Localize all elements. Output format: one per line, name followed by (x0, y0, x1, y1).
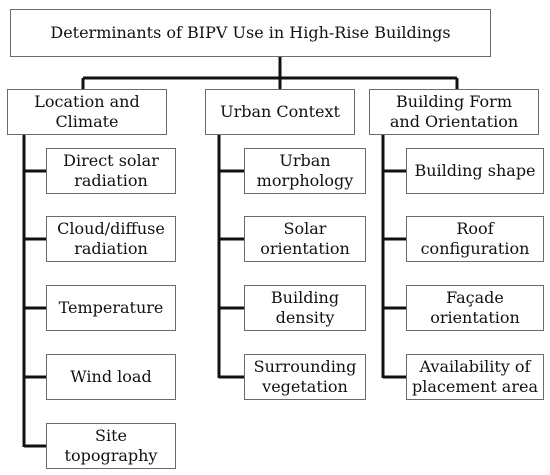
category-building-form: Building Form and Orientation (369, 89, 539, 135)
item-temperature: Temperature (46, 285, 176, 331)
diagram-title: Determinants of BIPV Use in High-Rise Bu… (10, 9, 491, 57)
item-roof-configuration: Roof configuration (406, 216, 544, 262)
item-wind-load: Wind load (46, 354, 176, 400)
category-location-climate: Location and Climate (7, 89, 167, 135)
item-urban-morphology: Urban morphology (244, 148, 366, 194)
item-cloud-diffuse-radiation: Cloud/diffuse radiation (46, 216, 176, 262)
item-facade-orientation: Façade orientation (406, 285, 544, 331)
item-building-density: Building density (244, 285, 366, 331)
item-direct-solar-radiation: Direct solar radiation (46, 148, 176, 194)
item-surrounding-vegetation: Surrounding vegetation (244, 354, 366, 400)
category-urban-context: Urban Context (205, 89, 355, 135)
item-site-topography: Site topography (46, 423, 176, 469)
item-building-shape: Building shape (406, 148, 544, 194)
item-solar-orientation: Solar orientation (244, 216, 366, 262)
item-availability-placement-area: Availability of placement area (406, 354, 544, 400)
